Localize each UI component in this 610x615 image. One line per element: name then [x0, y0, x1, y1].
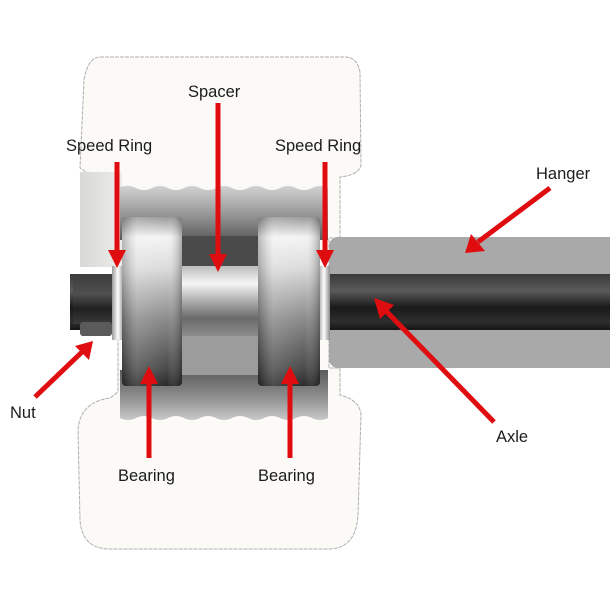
nut-lower-lip [80, 322, 112, 336]
axle [320, 274, 610, 330]
label-bearing-right: Bearing [258, 467, 315, 485]
label-spacer: Spacer [188, 83, 241, 101]
bearing-right [258, 217, 320, 386]
label-nut: Nut [10, 404, 36, 422]
label-hanger: Hanger [536, 165, 591, 183]
bearing-left-arrow [140, 366, 158, 458]
bearing-left [122, 217, 182, 386]
speed-ring-left [112, 266, 124, 340]
speed-ring-left-arrow [108, 162, 126, 268]
nut-arrow [33, 341, 93, 399]
spacer [180, 266, 260, 336]
label-bearing-left: Bearing [118, 467, 175, 485]
wheel-core-light-bottom [180, 335, 260, 375]
spacer-arrow [209, 103, 227, 272]
hanger-arrow [465, 186, 552, 253]
bearing-right-arrow [281, 366, 299, 458]
callout-arrows [33, 103, 552, 458]
speed-ring-right [318, 266, 330, 340]
label-axle: Axle [496, 428, 529, 446]
speed-ring-right-arrow [316, 162, 334, 268]
nut [73, 274, 113, 324]
label-speed-ring-right: Speed Ring [275, 137, 362, 155]
label-speed-ring-left: Speed Ring [66, 137, 153, 155]
axle-arrow [374, 298, 496, 424]
